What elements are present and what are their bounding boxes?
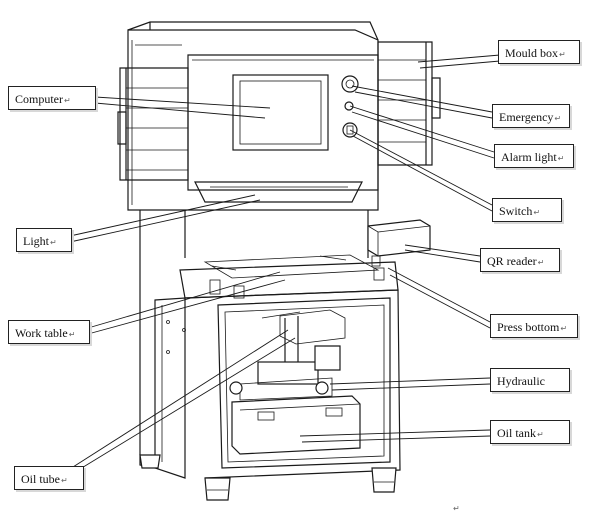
label-mould-box-text: Mould box [505, 46, 559, 60]
leader-lines [61, 54, 501, 481]
paragraph-mark: ↵ [64, 96, 71, 105]
label-oil-tank-text: Oil tank [497, 426, 536, 440]
label-hydraulic: Hydraulic [490, 368, 570, 392]
paragraph-mark: ↵ [554, 114, 562, 123]
right-rack [377, 41, 441, 166]
label-mould-box: Mould box↵ [498, 40, 580, 64]
label-oil-tube: Oil tube↵ [14, 466, 84, 490]
paragraph-mark: ↵ [50, 238, 57, 247]
label-computer: Computer↵ [8, 86, 96, 110]
label-work-table: Work table↵ [8, 320, 90, 344]
paragraph-mark: ↵ [533, 208, 541, 217]
label-emergency: Emergency↵ [492, 104, 570, 128]
label-oil-tank: Oil tank↵ [490, 420, 570, 444]
paragraph-mark: ↵ [537, 258, 545, 267]
label-alarm-light: Alarm light↵ [494, 144, 574, 168]
feet [139, 454, 397, 501]
label-light: Light↵ [16, 228, 72, 252]
label-qr-reader-text: QR reader [487, 254, 537, 268]
oil-tank [231, 395, 361, 455]
left-rack [117, 67, 189, 181]
paragraph-mark: ↵ [61, 476, 68, 485]
label-alarm-light-text: Alarm light [501, 150, 557, 164]
label-work-table-text: Work table [15, 326, 68, 340]
computer-screen [232, 74, 329, 151]
emergency-button [341, 75, 359, 93]
hydraulic-assembly [229, 309, 346, 401]
paragraph-mark: ↵ [559, 50, 566, 59]
qr-reader [367, 219, 431, 267]
label-light-text: Light [23, 234, 49, 248]
alarm-light-lamp [344, 101, 354, 111]
label-emergency-text: Emergency [499, 110, 554, 124]
label-switch-text: Switch [499, 204, 533, 218]
label-hydraulic-text: Hydraulic [497, 374, 545, 388]
trailing-paragraph-mark: ↵ [453, 504, 460, 513]
label-computer-text: Computer [15, 92, 63, 106]
label-oil-tube-text: Oil tube [21, 472, 60, 486]
label-switch: Switch↵ [492, 198, 562, 222]
paragraph-mark: ↵ [68, 330, 76, 339]
label-qr-reader: QR reader↵ [480, 248, 560, 272]
label-press-bottom: Press bottom↵ [490, 314, 578, 338]
light-strip [194, 181, 363, 203]
cabinet [154, 289, 401, 479]
paragraph-mark: ↵ [537, 430, 544, 439]
paragraph-mark: ↵ [557, 154, 565, 163]
label-press-bottom-text: Press bottom [497, 320, 560, 334]
paragraph-mark: ↵ [560, 324, 568, 333]
